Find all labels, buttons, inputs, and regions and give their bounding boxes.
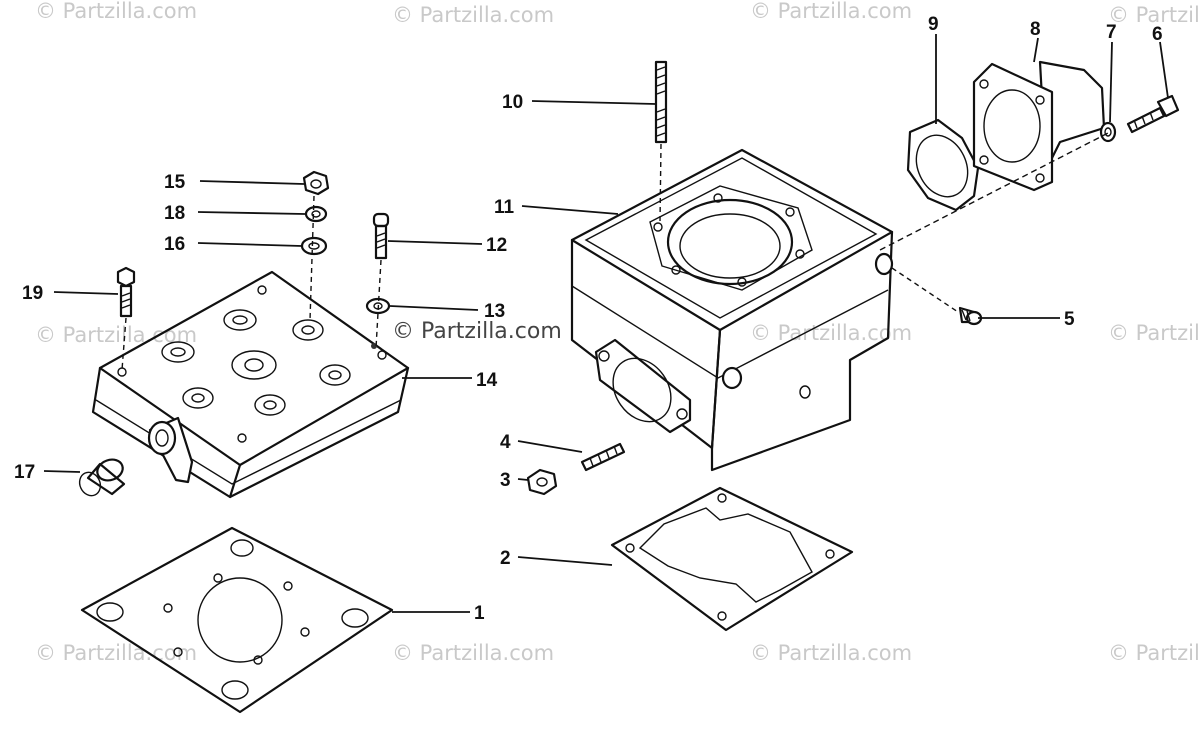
intake-nut <box>526 468 558 496</box>
callout-15: 15 <box>164 172 186 193</box>
watermark: © Partzilla.com <box>750 641 912 665</box>
head-plug <box>78 458 126 497</box>
exhaust-adapter <box>972 60 1106 192</box>
callout-8: 8 <box>1030 19 1041 40</box>
adapter-washer <box>1099 121 1117 143</box>
callout-10: 10 <box>502 92 523 113</box>
callout-12: 12 <box>486 235 507 256</box>
head-nut <box>302 170 330 196</box>
callout-9: 9 <box>928 14 939 35</box>
watermark: © Partzilla.com <box>750 0 912 23</box>
watermark: © Partzilla.com <box>392 3 554 27</box>
head-bolt-19 <box>116 266 136 318</box>
callout-16: 16 <box>164 234 185 255</box>
exhaust-gasket <box>906 118 980 212</box>
watermark: © Partzilla.com <box>750 321 912 345</box>
watermark: © Partzilla.com <box>392 641 554 665</box>
watermark: © Partzilla.com <box>1108 321 1200 345</box>
callout-18: 18 <box>164 203 185 224</box>
center-watermark: © Partzilla.com <box>392 319 562 344</box>
flat-washer <box>300 236 328 256</box>
callout-14: 14 <box>476 370 498 391</box>
adapter-bolt <box>1126 94 1180 134</box>
lock-washer <box>304 205 328 223</box>
callout-7: 7 <box>1106 22 1117 43</box>
callout-11: 11 <box>494 197 515 218</box>
cylinder-block <box>570 148 894 472</box>
callout-4: 4 <box>500 432 511 453</box>
leader-lines <box>43 34 1169 613</box>
callout-13: 13 <box>484 301 505 322</box>
callout-labels: 1 2 3 4 5 6 7 8 9 10 11 12 13 14 15 16 1… <box>14 14 1163 624</box>
intake-stud <box>580 442 626 472</box>
watermark: © Partzilla.com <box>1108 641 1200 665</box>
cylinder-head <box>91 270 410 499</box>
callout-2: 2 <box>500 548 511 569</box>
set-screw <box>958 306 983 326</box>
callout-6: 6 <box>1152 24 1163 45</box>
head-gasket <box>80 526 394 714</box>
base-gasket <box>610 486 854 632</box>
watermarks: © Partzilla.com © Partzilla.com © Partzi… <box>35 0 1200 665</box>
callout-1: 1 <box>474 603 485 624</box>
cylinder-stud <box>654 60 668 144</box>
watermark: © Partzilla.com <box>35 641 197 665</box>
watermark: © Partzilla.com <box>1108 3 1200 27</box>
callout-17: 17 <box>14 462 35 483</box>
head-bolt-12 <box>372 212 390 260</box>
callout-19: 19 <box>22 283 43 304</box>
callout-5: 5 <box>1064 309 1075 330</box>
callout-3: 3 <box>500 470 511 491</box>
watermark: © Partzilla.com <box>35 0 197 23</box>
